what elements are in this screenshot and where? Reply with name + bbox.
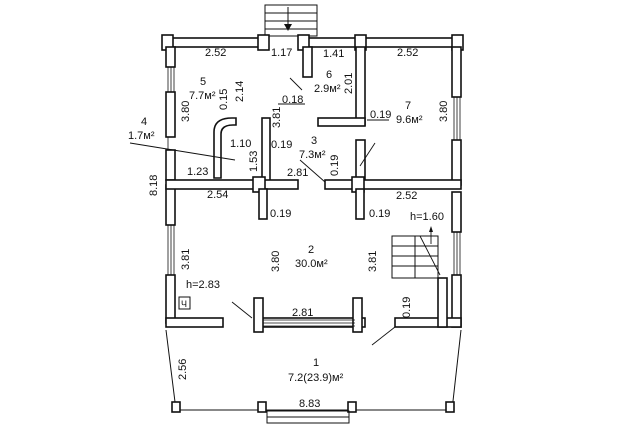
stove-symbol: Ч (178, 296, 191, 310)
dim-mid-right-width: 2.52 (396, 190, 417, 202)
dim-room3-wall-a: 0.19 (271, 139, 292, 151)
room-number-3: 3 (311, 135, 317, 147)
interior-stairs (391, 226, 441, 279)
room-area-1: 7.2(23.9)м² (288, 372, 344, 384)
room-area-4: 1.7м² (128, 130, 155, 142)
room-number-5: 5 (200, 76, 206, 88)
dim-porch-depth: 2.56 (177, 359, 189, 380)
dim-hall-right-side: 3.81 (367, 251, 379, 272)
dim-room3-depth-left: 3.81 (271, 107, 283, 128)
dim-hall-wall-right: 0.19 (369, 208, 390, 220)
room-area-3: 7.3м² (299, 149, 326, 161)
windows (167, 67, 461, 327)
room-area-2: 30.0м² (295, 258, 328, 270)
dim-room6-depth: 2.01 (343, 73, 355, 94)
dim-room6-corridor: 0.18 (282, 94, 303, 106)
dim-room4-c: 1.23 (187, 166, 208, 178)
dim-room7-depth: 3.80 (438, 101, 450, 122)
walls (161, 34, 464, 333)
dim-top-left-width: 2.52 (205, 47, 226, 59)
dim-mid-left-width: 2.54 (207, 189, 228, 201)
dim-room6-width: 1.41 (323, 48, 344, 60)
room-number-1: 1 (313, 357, 319, 369)
top-entrance-stairs (264, 4, 318, 37)
dim-hall-depth: 3.80 (270, 251, 282, 272)
dim-stair-height: h=1.60 (410, 211, 444, 223)
dim-room7-wall: 0.19 (370, 109, 391, 121)
dim-top-right-width: 2.52 (397, 47, 418, 59)
porch (165, 329, 462, 424)
dim-room3-wall-b: 0.19 (329, 155, 341, 176)
dim-hall-left-side: 3.81 (180, 249, 192, 270)
room-area-6: 2.9м² (314, 83, 341, 95)
dim-room4-a: 1.10 (230, 138, 251, 150)
dim-room4-b: 1.53 (248, 151, 260, 172)
dim-hall-wall-left: 0.19 (270, 208, 291, 220)
dim-total-depth: 8.18 (148, 175, 160, 196)
svg-text:Ч: Ч (181, 299, 187, 309)
dim-hall-bottom-wall: 0.19 (401, 297, 413, 318)
room-number-7: 7 (405, 100, 411, 112)
room-number-4: 4 (141, 116, 147, 128)
room-number-2: 2 (308, 244, 314, 256)
dim-room5-small: 0.15 (218, 89, 230, 110)
dim-top-gap: 1.17 (271, 47, 292, 59)
dim-porch-width: 8.83 (299, 398, 320, 410)
dim-hall-bottom-width: 2.81 (292, 307, 313, 319)
room-number-6: 6 (326, 69, 332, 81)
dim-room5-diag: 2.14 (234, 81, 246, 102)
dimension-labels: 2.52 1.17 1.41 2.52 2.01 2.14 0.15 3.80 … (148, 47, 450, 410)
dim-room5-depth: 3.80 (180, 101, 192, 122)
leader-lines (129, 77, 396, 346)
dim-room3-door: 2.81 (287, 167, 308, 179)
room-area-7: 9.6м² (396, 114, 423, 126)
room-area-5: 7.7м² (189, 90, 216, 102)
dim-hall-height: h=2.83 (186, 279, 220, 291)
room-labels: 1 7.2(23.9)м² 2 30.0м² 3 7.3м² 4 1.7м² 5… (128, 69, 423, 384)
